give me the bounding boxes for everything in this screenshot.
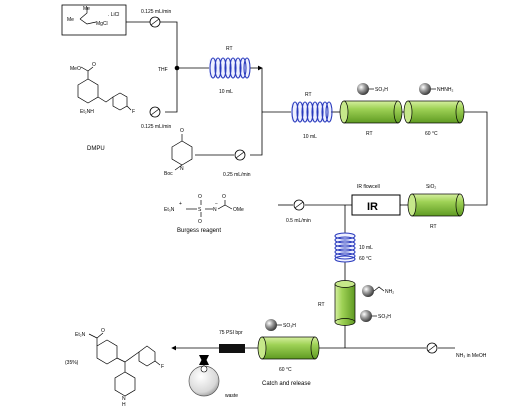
resin-bead-amine: NH₂ xyxy=(362,285,394,297)
thf-label: THF xyxy=(158,67,168,73)
bead-nhnh2-label: NHNH₂ xyxy=(437,87,453,93)
boc-piperidinone: O N Boc xyxy=(164,128,193,177)
bead-so3h-scav-label: SO₃H xyxy=(378,314,391,320)
ammonia-label: NH₃ in MeOH xyxy=(456,353,487,359)
pump-ketone[interactable]: 0.25 mL/min xyxy=(223,149,251,178)
burgess-reagent-label: Burgess reagent xyxy=(177,228,221,234)
product-h-label: H xyxy=(122,402,126,408)
ir-flowcell: IR IR flowcell xyxy=(351,184,401,216)
bead-catch-so3h-label: SO₃H xyxy=(283,323,296,329)
burgess-o2-label: O xyxy=(198,219,202,225)
flow-ketone-label: 0.25 mL/min xyxy=(223,172,251,178)
bead-nh2-label: NH₂ xyxy=(385,289,394,295)
valve[interactable] xyxy=(199,355,209,365)
column-sio2-label: SiO₂ xyxy=(426,184,436,190)
resin-bead-so3h-scavenger: SO₃H xyxy=(360,310,391,322)
burgess-o1-label: O xyxy=(198,194,202,200)
coil-reactor-3: 10 mL 60 °C xyxy=(334,232,373,263)
column-so3h-rt-label: RT xyxy=(366,131,373,137)
product-f-label: F xyxy=(161,364,164,370)
burgess-ome-label: OMe xyxy=(233,207,244,213)
grignard-me-label: Me xyxy=(83,6,90,12)
coil3-volume-label: 10 mL xyxy=(359,245,373,251)
product-o-label: O xyxy=(101,328,105,334)
coil2-volume-label: 10 mL xyxy=(303,134,317,140)
ir-flowcell-label: IR flowcell xyxy=(357,184,380,190)
catch-release-label: Catch and release xyxy=(262,381,311,387)
grignard-licl-label: . LiCl xyxy=(108,12,119,18)
ester-o-label: O xyxy=(92,62,96,68)
pump-burgess[interactable]: 0.5 mL/min xyxy=(286,199,311,224)
coil2-rt-label: RT xyxy=(305,92,312,98)
column-hydrazine-temp-label: 60 °C xyxy=(425,131,438,137)
coil3-temp-label: 60 °C xyxy=(359,256,372,262)
product-yield-label: (35%) xyxy=(65,360,79,366)
dmpu-label: DMPU xyxy=(87,146,105,152)
ester-meo-label: MeO xyxy=(70,66,81,72)
burgess-et3n-label: Et₃N xyxy=(164,207,175,213)
tubing xyxy=(125,21,488,366)
grignard-reagent: Me Me MgCl . LiCl xyxy=(61,4,127,36)
pump-grignard[interactable]: 0.125 mL/min xyxy=(141,9,172,28)
mixing-tee xyxy=(174,65,180,71)
product-n-label: N xyxy=(122,396,126,402)
bpr-label: 75 PSI bpr xyxy=(219,330,243,336)
ester-starting-material: MeO O F Et₂NH DMPU xyxy=(70,62,135,152)
burgess-s-label: S xyxy=(198,207,202,213)
column-sio2: SiO₂ RT xyxy=(407,184,465,230)
ester-et2nh-label: Et₂NH xyxy=(80,109,94,115)
ester-f-label: F xyxy=(132,109,135,115)
column-so3h: RT xyxy=(339,100,403,137)
resin-bead-so3h: SO₃H xyxy=(357,83,388,95)
coil-reactor-1: RT 10 mL xyxy=(209,46,251,95)
column-catch-release: 60 °C Catch and release xyxy=(257,336,320,387)
waste-label: waste xyxy=(225,393,238,399)
pump-ester[interactable]: 0.125 mL/min xyxy=(141,106,172,130)
burgess-plus-label: + xyxy=(179,201,182,207)
ketone-boc-label: Boc xyxy=(164,171,173,177)
flow-ester-label: 0.125 mL/min xyxy=(141,124,172,130)
back-pressure-regulator: 75 PSI bpr xyxy=(219,330,245,353)
burgess-reagent: Et₃N + S O O N − O OMe Burgess reagent xyxy=(164,194,244,234)
product-et2n-label: Et₂N xyxy=(75,332,86,338)
column-sio2-rt-label: RT xyxy=(430,224,437,230)
flow-grignard-label: 0.125 mL/min xyxy=(141,9,172,15)
coil-reactor-2: RT 10 mL xyxy=(291,92,333,140)
column-scavenger: RT xyxy=(318,280,356,326)
burgess-o3-label: O xyxy=(222,194,226,200)
waste-vessel: waste xyxy=(188,365,238,399)
product-structure: Et₂N O (35%) F N H xyxy=(65,328,164,408)
flow-burgess-label: 0.5 mL/min xyxy=(286,218,311,224)
grignard-me2-label: Me xyxy=(67,17,74,23)
column-scavenger-rt-label: RT xyxy=(318,302,325,308)
coil1-volume-label: 10 mL xyxy=(219,89,233,95)
grignard-mgcl-label: MgCl xyxy=(96,21,108,27)
catch-temp-label: 60 °C xyxy=(279,367,292,373)
burgess-minus-label: − xyxy=(215,201,218,207)
column-hydrazine: 60 °C xyxy=(403,100,465,137)
coil1-rt-label: RT xyxy=(226,46,233,52)
ketone-n-label: N xyxy=(180,166,184,172)
pump-ammonia[interactable] xyxy=(426,342,438,354)
bead-so3h-label: SO₃H xyxy=(375,87,388,93)
burgess-n-label: N xyxy=(213,207,217,213)
ir-label: IR xyxy=(367,201,378,213)
resin-bead-catch: SO₃H xyxy=(265,319,296,331)
resin-bead-hydrazine: NHNH₂ xyxy=(419,83,453,95)
ketone-o-label: O xyxy=(180,128,184,134)
